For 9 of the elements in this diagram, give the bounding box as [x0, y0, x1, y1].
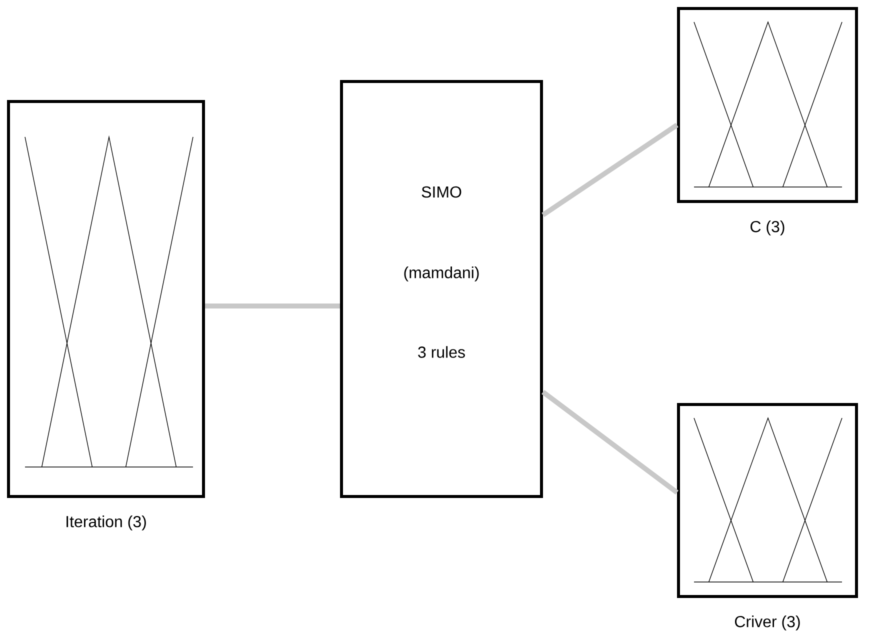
box-caption: Criver (3): [735, 616, 800, 630]
connector-line: [542, 122, 678, 218]
box-caption: Iteration (3): [66, 516, 146, 530]
connector-line: [205, 303, 340, 308]
connector-line: [542, 390, 678, 494]
box-caption: C (3): [750, 220, 784, 236]
box-text: 3 rules: [418, 346, 465, 358]
box-text: SIMO: [422, 186, 462, 198]
box-text: (mamdani): [404, 266, 479, 282]
